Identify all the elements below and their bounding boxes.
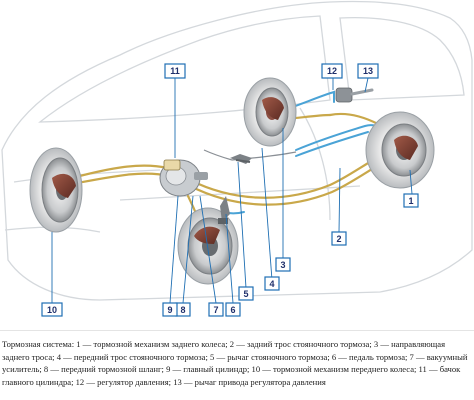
parking-brake-lever bbox=[230, 154, 252, 164]
callout-10: 10 bbox=[41, 302, 63, 317]
brake-system-diagram: 1 2 3 4 5 6 7 8 9 10 11 12 bbox=[1, 0, 473, 317]
brake-pedal bbox=[218, 196, 230, 224]
callout-1-label: 1 bbox=[408, 196, 413, 206]
callout-9-label: 9 bbox=[167, 305, 172, 315]
leader-lines bbox=[51, 77, 413, 304]
callout-10-label: 10 bbox=[47, 305, 57, 315]
front-right-wheel bbox=[177, 207, 239, 285]
figure-caption: Тормозная система: 1 — тормозной механиз… bbox=[2, 339, 468, 387]
callout-4: 4 bbox=[264, 276, 280, 291]
callout-12-label: 12 bbox=[327, 66, 337, 76]
callout-5: 5 bbox=[238, 286, 254, 301]
callout-2-label: 2 bbox=[336, 234, 341, 244]
callout-9: 9 bbox=[162, 302, 178, 317]
callout-7: 7 bbox=[208, 302, 224, 317]
callout-8-label: 8 bbox=[180, 305, 185, 315]
rear-right-wheel bbox=[365, 111, 435, 189]
callout-11: 11 bbox=[164, 63, 186, 79]
master-cylinder-booster bbox=[159, 159, 208, 197]
caption-divider bbox=[0, 330, 474, 331]
pressure-regulator bbox=[335, 87, 374, 103]
brake-lines bbox=[70, 112, 398, 244]
callout-6: 6 bbox=[225, 302, 241, 317]
callout-6-label: 6 bbox=[230, 305, 235, 315]
rear-left-wheel bbox=[243, 77, 297, 147]
callout-4-label: 4 bbox=[269, 279, 274, 289]
callout-7-label: 7 bbox=[213, 305, 218, 315]
callout-12: 12 bbox=[321, 63, 343, 79]
callout-11-label: 11 bbox=[170, 66, 180, 76]
front-left-wheel bbox=[29, 147, 83, 233]
callout-8: 8 bbox=[175, 302, 191, 317]
callout-13: 13 bbox=[357, 63, 379, 79]
callout-2: 2 bbox=[331, 231, 347, 246]
callout-3: 3 bbox=[275, 257, 291, 272]
callout-13-label: 13 bbox=[363, 66, 373, 76]
callout-5-label: 5 bbox=[243, 289, 248, 299]
callout-1: 1 bbox=[403, 193, 419, 208]
callout-3-label: 3 bbox=[280, 260, 285, 270]
